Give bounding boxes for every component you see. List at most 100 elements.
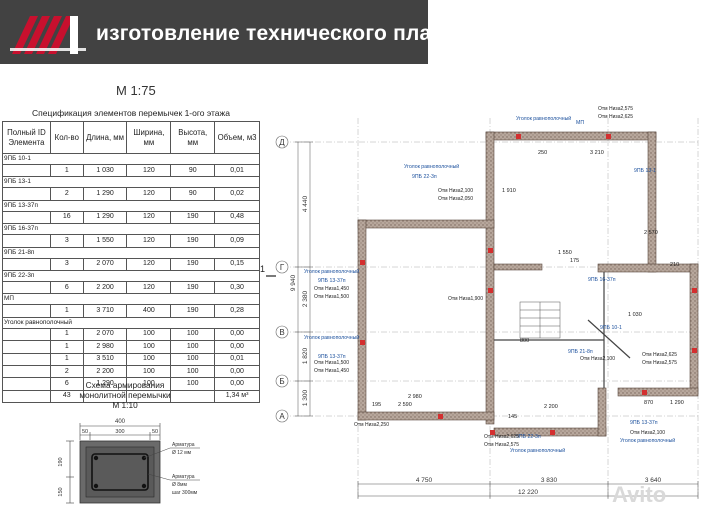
label-ugolok-g: Уголок равнополочный	[304, 268, 359, 275]
rein-dim-sub-left: 50	[82, 429, 88, 435]
dim-1550: 1 550	[558, 250, 572, 256]
col-header-height: Высота, мм	[170, 121, 216, 154]
reinforcement-diagram: 400 50 300 50 190 150 Арматура Ø 12 мм А…	[58, 419, 200, 504]
dim-2980: 2 980	[408, 394, 422, 400]
rein-label-wire: Арматура	[172, 474, 195, 480]
dim-bottom-3830: 3 830	[541, 477, 558, 484]
table-row-label: 9ПБ 10-1	[2, 153, 260, 165]
dim-bottom-12220: 12 220	[518, 489, 538, 496]
dim-2200: 2 200	[544, 404, 558, 410]
axis-label-b: Б	[279, 377, 284, 386]
label-ugolok-top: Уголок равнополочный	[516, 115, 571, 122]
axis-label-a: А	[279, 412, 285, 421]
label-ugolok-right: Уголок равнополочный	[620, 437, 675, 444]
dim-2590: 2 590	[398, 402, 412, 408]
avito-watermark: Avito	[612, 482, 667, 507]
col-header-length: Длина, мм	[82, 121, 128, 154]
rein-label-wire-step: шаг 300мм	[172, 490, 198, 496]
dim-195: 195	[372, 402, 381, 408]
otm-2625-b: Отм Низа2,625	[642, 352, 677, 358]
dim-1290: 1 290	[670, 400, 684, 406]
dim-800: 800	[520, 338, 529, 344]
otm-2575-c: Отм Низа2,575	[484, 442, 519, 448]
spec-table-header: Полный ID Элемента Кол-во Длина, мм Шири…	[2, 121, 260, 154]
otm-2250: Отм Низа2,250	[354, 422, 389, 428]
label-pb-13-37p-a: 9ПБ 13-37п	[318, 278, 346, 284]
dim-870: 870	[644, 400, 653, 406]
rein-label-rebar: Арматура	[172, 442, 195, 448]
dim-1910: 1 910	[502, 188, 516, 194]
table-row-label: 9ПБ 13-1	[2, 176, 260, 188]
label-pb-21-8p: 9ПБ 21-8п	[568, 349, 593, 355]
dim-left-2380: 2 380	[302, 290, 309, 307]
col-header-width: Ширина, мм	[126, 121, 172, 154]
floor-plan: Д Г В Б А 1 4 440 2 380 1 820 1 300 9 94…	[260, 106, 699, 499]
dim-bottom-3640: 3 640	[645, 477, 662, 484]
spec-table-title: Спецификация элементов перемычек 1-ого э…	[32, 108, 230, 118]
dim-145: 145	[508, 414, 517, 420]
label-pb-22-3p-b: 9ПБ 22-3п	[516, 434, 541, 440]
otm-1500-b: Отм Низа1,500	[314, 360, 349, 366]
dim-left-1300: 1 300	[302, 389, 309, 406]
label-ugolok-left: Уголок равнополочный	[404, 163, 459, 170]
label-pb-13-37p-c: 9ПБ 13-37п	[630, 420, 658, 426]
otm-2100-a: Отм Низа2,100	[438, 188, 473, 194]
rein-dim-sub-right: 50	[152, 429, 158, 435]
rein-dim-left-a: 190	[58, 457, 64, 466]
col-header-qty: Кол-во	[49, 121, 84, 154]
rein-dim-top: 400	[115, 419, 126, 425]
otm-1500-a: Отм Низа1,500	[314, 294, 349, 300]
table-row-label: 9ПБ 13-37п	[2, 199, 260, 212]
rein-dim-left-b: 150	[58, 487, 64, 496]
label-pb-10-1: 9ПБ 10-1	[600, 325, 622, 331]
rebar-dot	[93, 483, 99, 489]
dim-1030: 1 030	[628, 312, 642, 318]
otm-2100-c: Отм Низа2,100	[630, 430, 665, 436]
dim-210: 210	[670, 262, 679, 268]
dim-left-1820: 1 820	[302, 347, 309, 364]
table-row-label: 9ПБ 22-3п	[2, 269, 260, 282]
otm-2625-c: Отм Низа2,625	[484, 434, 519, 440]
label-pb-13-1: 9ПБ 13-1	[634, 168, 656, 174]
label-mp: МП	[576, 120, 584, 126]
otm-2050: Отм Низа2,050	[438, 196, 473, 202]
table-row-label: 9ПБ 21-8п	[2, 246, 260, 259]
table-row-label: МП	[2, 293, 260, 305]
banner-title: изготовление технического плана	[96, 22, 457, 45]
dim-bottom-4750: 4 750	[416, 477, 433, 484]
otm-1450-b: Отм Низа1,450	[314, 368, 349, 374]
label-pb-22-3p-a: 9ПБ 22-3п	[412, 174, 437, 180]
col-header-volume: Объем, м3	[214, 121, 260, 154]
dim-left-4440: 4 440	[302, 195, 309, 212]
dim-175: 175	[570, 258, 579, 264]
rein-dim-sub-mid: 300	[115, 429, 124, 435]
axis-label-d: Д	[279, 138, 285, 147]
scale-label: М 1:75	[116, 83, 156, 98]
rebar-dot	[93, 455, 99, 461]
otm-1450-a: Отм Низа1,450	[314, 286, 349, 292]
rein-label-rebar-d: Ø 12 мм	[172, 450, 192, 456]
otm-2575-b: Отм Низа2,575	[642, 360, 677, 366]
label-ugolok-v: Уголок равнополочный	[304, 334, 359, 341]
dim-left-9940: 9 940	[290, 274, 297, 291]
col-header-id: Полный ID Элемента	[2, 121, 51, 154]
stirrup	[91, 453, 149, 491]
stair	[519, 301, 561, 339]
axis-label-v: В	[279, 328, 284, 337]
reinforcement-title: Схема армирования монолитной перемычки М…	[79, 380, 171, 410]
otm-2625-a: Отм Низа2,625	[598, 114, 633, 120]
table-row-label: 9ПБ 16-37п	[2, 223, 260, 235]
label-ugolok-bottom: Уголок равнополочный	[510, 447, 565, 454]
label-pb-13-37p-b: 9ПБ 13-37п	[318, 354, 346, 360]
dim-2570: 2 570	[644, 230, 658, 236]
axis-label-g: Г	[280, 263, 285, 272]
